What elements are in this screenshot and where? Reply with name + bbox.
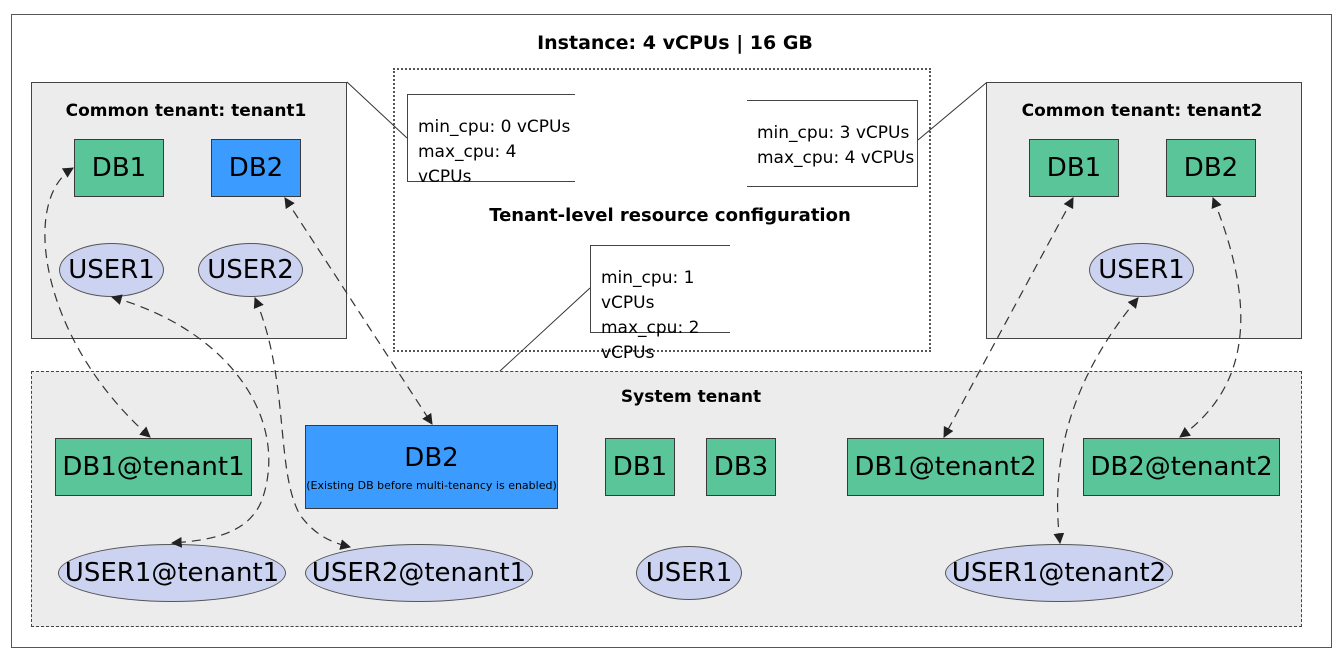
tenant2-user1: USER1 <box>1089 243 1194 297</box>
system-db2: DB2 (Existing DB before multi-tenancy is… <box>305 425 558 509</box>
tenant1-min-cpu: min_cpu: 0 vCPUs <box>418 117 571 137</box>
system-tenant-title: System tenant <box>620 387 762 407</box>
tenant2-db2: DB2 <box>1166 139 1256 197</box>
tenant1-db2: DB2 <box>211 139 301 197</box>
system-db3: DB3 <box>706 438 776 496</box>
tenant1-user1: USER1 <box>59 243 164 297</box>
system-user1-tenant1: USER1@tenant1 <box>58 544 286 602</box>
tenant1-db1: DB1 <box>74 139 164 197</box>
system-user2-tenant1: USER2@tenant1 <box>305 544 533 602</box>
system-min-cpu: min_cpu: 1 vCPUs <box>601 268 695 313</box>
system-db1: DB1 <box>605 438 675 496</box>
system-db2-label: DB2 <box>404 442 459 473</box>
system-user1: USER1 <box>636 546 742 600</box>
tenant2-max-cpu: max_cpu: 4 vCPUs <box>757 148 915 168</box>
resource-config-title: Tenant-level resource configuration <box>489 205 851 226</box>
tenant2-title: Common tenant: tenant2 <box>1021 101 1263 121</box>
tenant2-resource-config: min_cpu: 3 vCPUs max_cpu: 4 vCPUs <box>747 100 918 187</box>
instance-frame <box>11 14 1332 648</box>
instance-title: Instance: 4 vCPUs | 16 GB <box>537 32 813 54</box>
system-db2-note: (Existing DB before multi-tenancy is ena… <box>306 478 557 492</box>
system-db1-tenant1: DB1@tenant1 <box>55 438 252 496</box>
tenant2-min-cpu: min_cpu: 3 vCPUs <box>757 123 910 143</box>
tenant1-user2: USER2 <box>198 243 303 297</box>
system-max-cpu: max_cpu: 2 vCPUs <box>601 318 700 363</box>
tenant1-max-cpu: max_cpu: 4 vCPUs <box>418 142 517 187</box>
system-user1-tenant2: USER1@tenant2 <box>945 544 1173 602</box>
system-db2-tenant2: DB2@tenant2 <box>1083 438 1280 496</box>
tenant2-db1: DB1 <box>1029 139 1119 197</box>
tenant1-resource-config: min_cpu: 0 vCPUs max_cpu: 4 vCPUs <box>407 94 575 187</box>
tenant1-title: Common tenant: tenant1 <box>65 101 307 121</box>
system-tenant-resource-config: min_cpu: 1 vCPUs max_cpu: 2 vCPUs <box>590 245 730 363</box>
system-db1-tenant2: DB1@tenant2 <box>847 438 1044 496</box>
